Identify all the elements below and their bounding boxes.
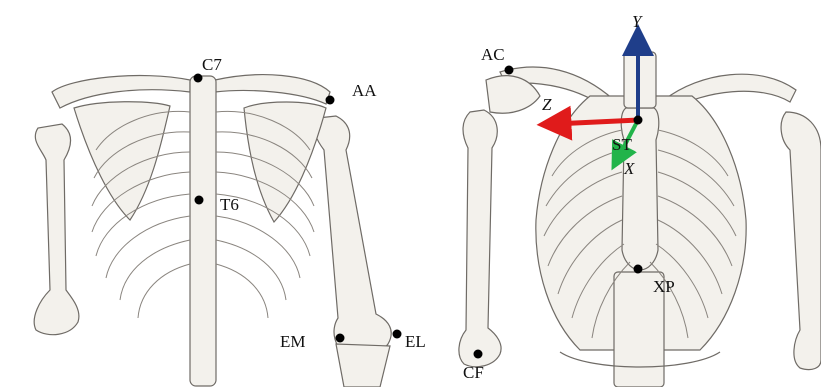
label-cf: CF	[463, 364, 484, 381]
label-z-axis: Z	[542, 96, 551, 113]
c7-dot	[194, 74, 203, 83]
el-dot	[393, 330, 402, 339]
label-x-axis: X	[624, 160, 634, 177]
label-xp: XP	[653, 278, 675, 295]
right-humerus	[315, 116, 392, 358]
anterior-right-humerus	[781, 112, 821, 370]
em-dot	[336, 334, 345, 343]
aa-dot	[326, 96, 335, 105]
st-dot	[634, 116, 643, 125]
left-humerus	[34, 124, 79, 335]
spine	[190, 76, 216, 386]
cf-dot	[474, 350, 483, 359]
t6-dot	[195, 196, 204, 205]
ac-dot	[505, 66, 514, 75]
anterior-left-humerus	[459, 110, 501, 367]
right-forearm	[336, 344, 390, 387]
right-clavicle	[215, 75, 330, 104]
label-ac: AC	[481, 46, 505, 63]
sternum	[621, 108, 659, 270]
label-aa: AA	[352, 82, 377, 99]
label-em: EM	[280, 333, 306, 350]
label-y-axis: Y	[632, 13, 641, 30]
label-el: EL	[405, 333, 426, 350]
label-t6: T6	[220, 196, 239, 213]
label-st: ST	[612, 136, 632, 153]
left-scapula	[74, 102, 170, 220]
xp-dot	[634, 265, 643, 274]
label-c7: C7	[202, 56, 222, 73]
